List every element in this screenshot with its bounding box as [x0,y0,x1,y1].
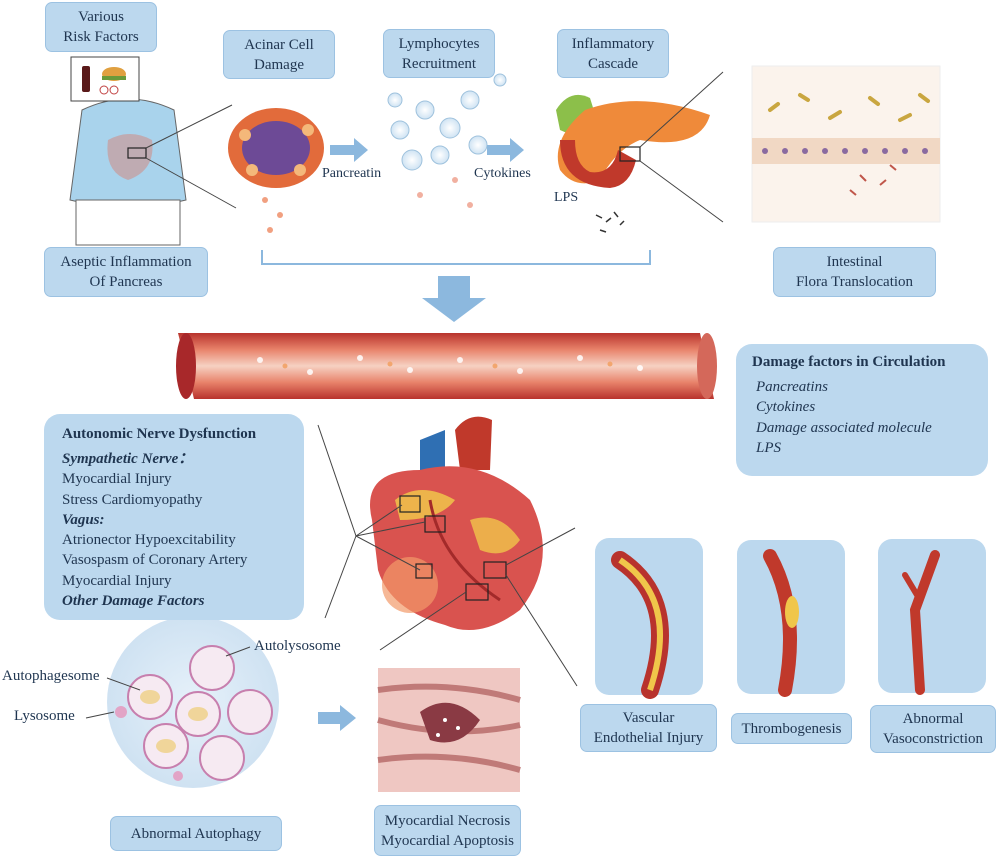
thrombus-illustration [763,549,799,697]
arrow-icon [330,138,368,162]
lps-label: LPS [554,190,579,205]
vessel-injury-illustration [611,551,669,699]
inflam-line-1: Inflammatory [571,35,655,52]
vascular-line-1: Vascular [622,710,675,726]
intestinal-inset [751,65,941,223]
sympathetic-item: Myocardial Injury [62,471,172,488]
circulation-item: LPS [756,439,782,456]
heart-illustration [370,416,543,630]
acinar-cell-illustration [228,108,324,233]
risk-line-1: Various [78,9,124,25]
sympathetic-title: Sympathetic Nerve： [62,451,194,467]
necrosis-line-2: Myocardial Apoptosis [381,832,514,849]
risk-factors-label: Various Risk Factors [45,2,157,52]
autophagesome-label: Autophagesome [2,668,100,684]
vascular-label: Vascular Endothelial Injury [580,704,717,752]
thrombo-label: Thrombogenesis [731,713,852,744]
autolysosome-label: Autolysosome [254,638,341,654]
inflam-line-2: Cascade [588,55,638,72]
vagus-item: Vasospasm of Coronary Artery [62,552,248,569]
pancreas-illustration [556,94,710,233]
autophagy-illustration [107,616,279,788]
other-damage-factors: Other Damage Factors [62,593,205,610]
autophagy-text: Abnormal Autophagy [130,825,262,842]
vasocon-label: Abnormal Vasoconstriction [870,705,996,753]
vagus-item: Myocardial Injury [62,572,172,589]
person-illustration [69,98,187,246]
vagus-title: Vagus: [62,511,105,528]
lymphocytes-label: Lymphocytes Recruitment [383,29,495,78]
down-arrow-icon [422,276,486,322]
thrombo-text: Thrombogenesis [741,720,842,737]
lymph-line-1: Lymphocytes [398,35,480,52]
inflammatory-label: Inflammatory Cascade [557,29,669,78]
lymphocytes-illustration [387,73,507,208]
sympathetic-item: Stress Cardiomyopathy [62,491,203,508]
aseptic-line-2: Of Pancreas [89,274,163,290]
intestinal-label: Intestinal Flora Translocation [773,247,936,297]
cytokines-label: Cytokines [474,166,531,181]
intestinal-line-1: Intestinal [826,254,883,270]
arrow-icon [318,705,356,731]
risk-factor-inset [70,56,140,102]
acinar-label: Acinar Cell Damage [223,30,335,79]
circulation-item: Cytokines [756,399,816,416]
aseptic-line-1: Aseptic Inflammation [60,254,192,270]
necrosis-illustration [377,668,521,792]
vasocon-line-2: Vasoconstriction [883,731,983,747]
acinar-line-2: Damage [254,56,304,73]
autophagy-label: Abnormal Autophagy [110,816,282,851]
vasoconstriction-illustration [902,550,940,695]
vasocon-line-1: Abnormal [902,711,964,727]
circulation-panel: Damage factors in Circulation Pancreatin… [736,344,988,476]
aseptic-label: Aseptic Inflammation Of Pancreas [44,247,208,297]
lysosome-label: Lysosome [14,708,75,724]
autonomic-panel: Autonomic Nerve Dysfunction Sympathetic … [44,414,304,620]
blood-vessel-illustration [176,333,717,399]
circulation-item: Pancreatins [756,379,828,395]
lymph-line-2: Recruitment [401,55,477,72]
vascular-line-2: Endothelial Injury [593,730,704,746]
pancreatin-label: Pancreatin [322,166,382,181]
circulation-item: Damage associated molecule [756,419,932,436]
intestinal-line-2: Flora Translocation [795,274,914,290]
acinar-line-1: Acinar Cell [244,36,314,53]
necrosis-label: Myocardial Necrosis Myocardial Apoptosis [374,805,521,856]
circulation-title: Damage factors in Circulation [752,354,946,370]
risk-line-2: Risk Factors [63,29,139,45]
autonomic-title: Autonomic Nerve Dysfunction [62,426,257,442]
arrow-icon [487,138,524,162]
vagus-item: Atrionector Hypoexcitability [62,532,236,549]
necrosis-line-1: Myocardial Necrosis [384,812,511,829]
